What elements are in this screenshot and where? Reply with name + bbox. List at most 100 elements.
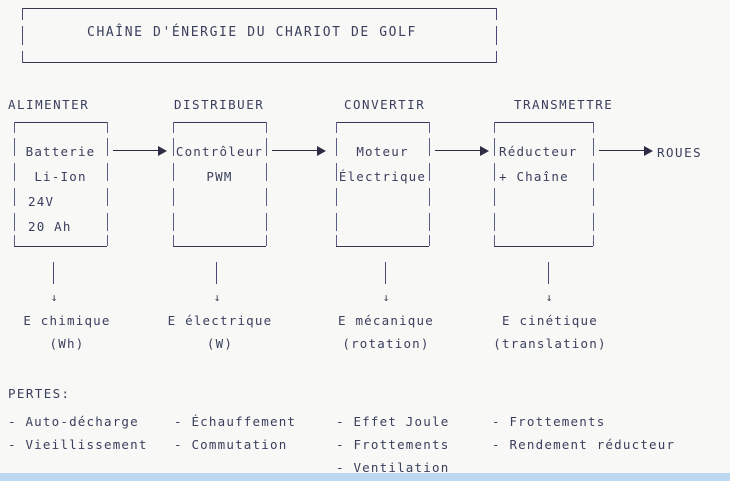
block4-top-border: [494, 122, 593, 123]
block2-right-bracket-top: [266, 122, 267, 133]
block4-left-bracket-top: [494, 122, 495, 133]
block1-right-bracket-top: [107, 122, 108, 133]
pertes-item: - Frottements: [336, 437, 450, 452]
pertes-item: - Échauffement: [174, 414, 297, 429]
pertes-column-alimenter: - Auto-décharge - Vieillissement: [8, 410, 148, 456]
block3-right-rail-2: [429, 163, 430, 181]
energy-unit-3: (rotation): [342, 336, 430, 351]
block4-left-rail-4: [494, 213, 495, 231]
block3-left-bracket-top: [336, 122, 337, 133]
pertes-item: - Ventilation: [336, 460, 450, 475]
drop-arrow-1: ↓: [50, 291, 58, 304]
arrow-convertir-to-transmettre: [435, 146, 489, 156]
stage-header-convertir: CONVERTIR: [344, 97, 426, 112]
block4-right-bracket-bottom: [593, 235, 594, 246]
block4-right-rail-3: [593, 188, 594, 206]
drop-arrow-4: ↓: [545, 291, 553, 304]
block3-right-rail-1: [429, 138, 430, 156]
pertes-column-distribuer: - Échauffement - Commutation: [174, 410, 296, 456]
block1-line-4: 20 Ah: [28, 219, 72, 234]
block2-right-rail-2: [266, 163, 267, 181]
title-box-top-border: [22, 8, 496, 9]
pertes-item: - Auto-décharge: [8, 414, 139, 429]
arrow3-shaft: [435, 150, 480, 151]
energy-unit-4: (translation): [493, 336, 607, 351]
arrow3-head: [480, 146, 489, 156]
block3-right-rail-3: [429, 188, 430, 206]
block1-left-rail-4: [14, 213, 15, 231]
pertes-item: - Commutation: [174, 437, 288, 452]
block1-left-rail-3: [14, 188, 15, 206]
pertes-column-convertir: - Effet Joule - Frottements - Ventilatio…: [336, 410, 450, 475]
block4-right-rail-1: [593, 138, 594, 156]
pertes-item: - Frottements: [492, 414, 606, 429]
block2-right-bracket-bottom: [266, 235, 267, 246]
block1-left-rail-2: [14, 163, 15, 181]
block4-line-1: Réducteur: [499, 144, 578, 159]
energy-label-cinetique: E cinétique (translation): [482, 313, 618, 351]
arrow4-head: [644, 146, 653, 156]
block2-left-rail-2: [173, 163, 174, 181]
block1-line-3: 24V: [28, 194, 55, 209]
block3-left-bracket-bottom: [336, 235, 337, 246]
pertes-item: - Effet Joule: [336, 414, 450, 429]
arrow-transmettre-to-roues: [599, 146, 653, 156]
block-distribuer: Contrôleur PWM: [167, 122, 272, 247]
drop-bar-3: [385, 262, 386, 284]
pertes-column-transmettre: - Frottements - Rendement réducteur: [492, 410, 675, 456]
title-box-left-bracket-mid: [22, 26, 23, 45]
block4-left-rail-2: [494, 163, 495, 181]
title-box-right-bracket-mid: [496, 26, 497, 45]
block4-left-bracket-bottom: [494, 235, 495, 246]
block2-bottom-border: [173, 246, 266, 247]
block2-line-1: Contrôleur: [175, 144, 264, 159]
arrow2-shaft: [272, 150, 317, 151]
energy-label-chimique: E chimique (Wh): [0, 313, 134, 351]
block3-left-rail-4: [336, 213, 337, 231]
block2-line-2: PWM: [206, 169, 233, 184]
diagram-title: CHAÎNE D'ÉNERGIE DU CHARIOT DE GOLF: [87, 25, 417, 40]
block2-left-bracket-top: [173, 122, 174, 133]
pertes-item: - Rendement réducteur: [492, 437, 676, 452]
block3-top-border: [336, 122, 429, 123]
block1-right-rail-2: [107, 163, 108, 181]
drop-bar-4: [548, 262, 549, 284]
block1-right-rail-3: [107, 188, 108, 206]
block3-left-rail-3: [336, 188, 337, 206]
title-box-right-bracket-top: [496, 8, 497, 20]
energy-label-electrique: E électrique (W): [155, 313, 285, 351]
block4-right-rail-4: [593, 213, 594, 231]
block1-left-rail-1: [14, 138, 15, 156]
block4-left-rail-3: [494, 188, 495, 206]
title-box-bottom-border: [22, 62, 496, 63]
energy-name-2: E électrique: [167, 313, 273, 328]
drop-bar-1: [53, 262, 54, 284]
block1-left-bracket-bottom: [14, 235, 15, 246]
block1-left-bracket-top: [14, 122, 15, 133]
energy-name-1: E chimique: [23, 313, 111, 328]
title-box-right-bracket-bottom: [496, 51, 497, 63]
block3-left-rail-1: [336, 138, 337, 156]
block2-left-rail-3: [173, 188, 174, 206]
arrow-alimenter-to-distribuer: [113, 146, 167, 156]
block4-right-bracket-top: [593, 122, 594, 133]
title-box: CHAÎNE D'ÉNERGIE DU CHARIOT DE GOLF: [8, 8, 497, 63]
stage-header-distribuer: DISTRIBUER: [174, 97, 265, 112]
block2-left-rail-1: [173, 138, 174, 156]
block3-bottom-border: [336, 246, 429, 247]
arrow-distribuer-to-convertir: [272, 146, 326, 156]
block3-line-1: Moteur: [356, 144, 409, 159]
block1-right-rail-1: [107, 138, 108, 156]
energy-unit-2: (W): [206, 336, 234, 351]
block-convertir: Moteur Électrique: [330, 122, 435, 247]
arrow1-head: [158, 146, 167, 156]
arrow2-head: [317, 146, 326, 156]
block3-right-bracket-top: [429, 122, 430, 133]
pertes-item: - Vieillissement: [8, 437, 148, 452]
block2-right-rail-3: [266, 188, 267, 206]
block2-left-bracket-bottom: [173, 235, 174, 246]
block1-right-rail-4: [107, 213, 108, 231]
energy-label-mecanique: E mécanique (rotation): [320, 313, 452, 351]
drop-arrow-3: ↓: [382, 291, 390, 304]
block2-top-border: [173, 122, 266, 123]
